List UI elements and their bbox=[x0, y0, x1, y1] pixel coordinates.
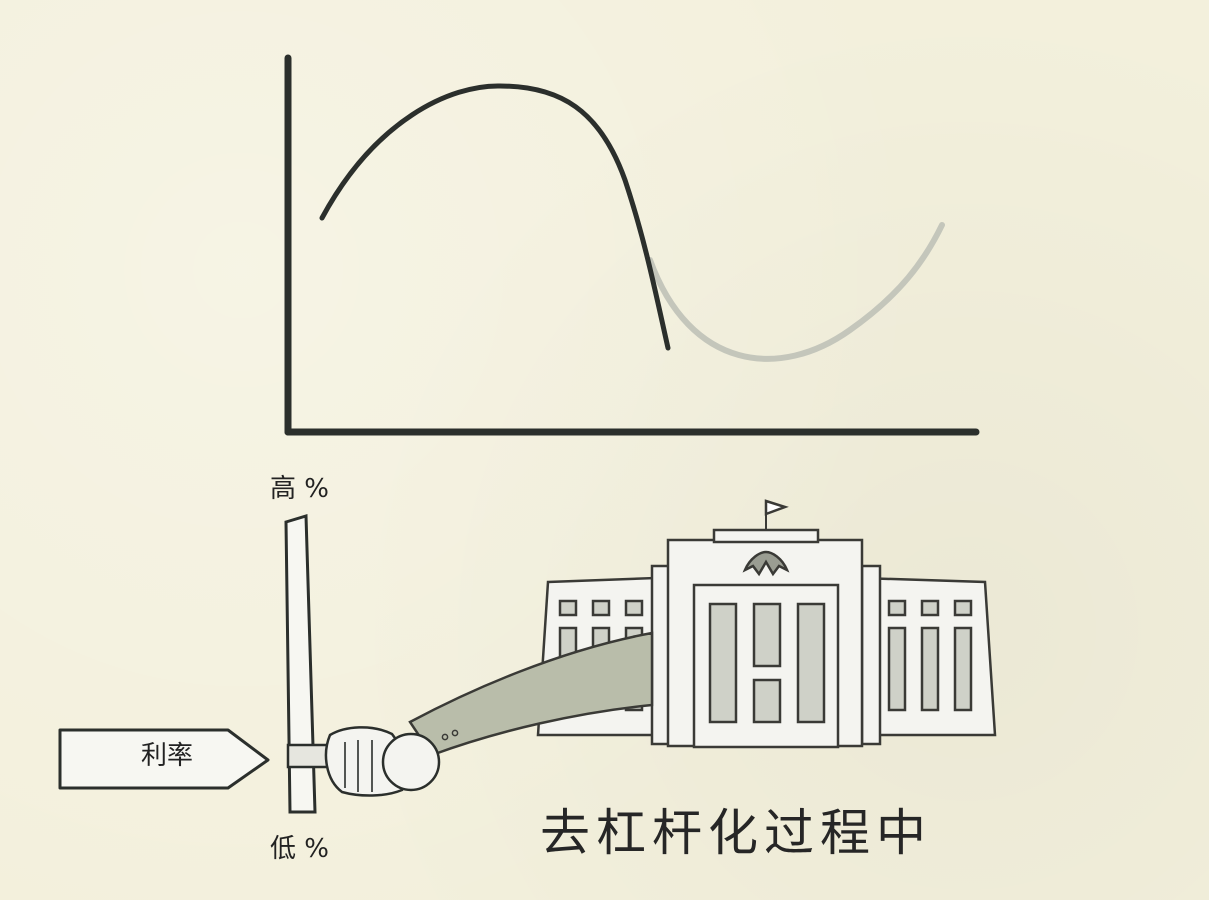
sleeve bbox=[408, 631, 654, 757]
interest-rate-label: 利率 bbox=[140, 741, 193, 771]
debt-curve bbox=[319, 83, 671, 351]
rate-lever bbox=[284, 514, 330, 814]
rate-low-label: 低 % bbox=[270, 834, 329, 864]
wrist-cuff bbox=[381, 732, 441, 792]
projected-curve bbox=[647, 222, 945, 362]
rate-high-label: 高 % bbox=[270, 474, 329, 504]
deleveraging-caption: 去杠杆化过程中 bbox=[540, 804, 932, 862]
rate-pointer bbox=[58, 728, 270, 790]
chart-axes bbox=[284, 54, 980, 436]
cuff-button bbox=[441, 733, 449, 741]
